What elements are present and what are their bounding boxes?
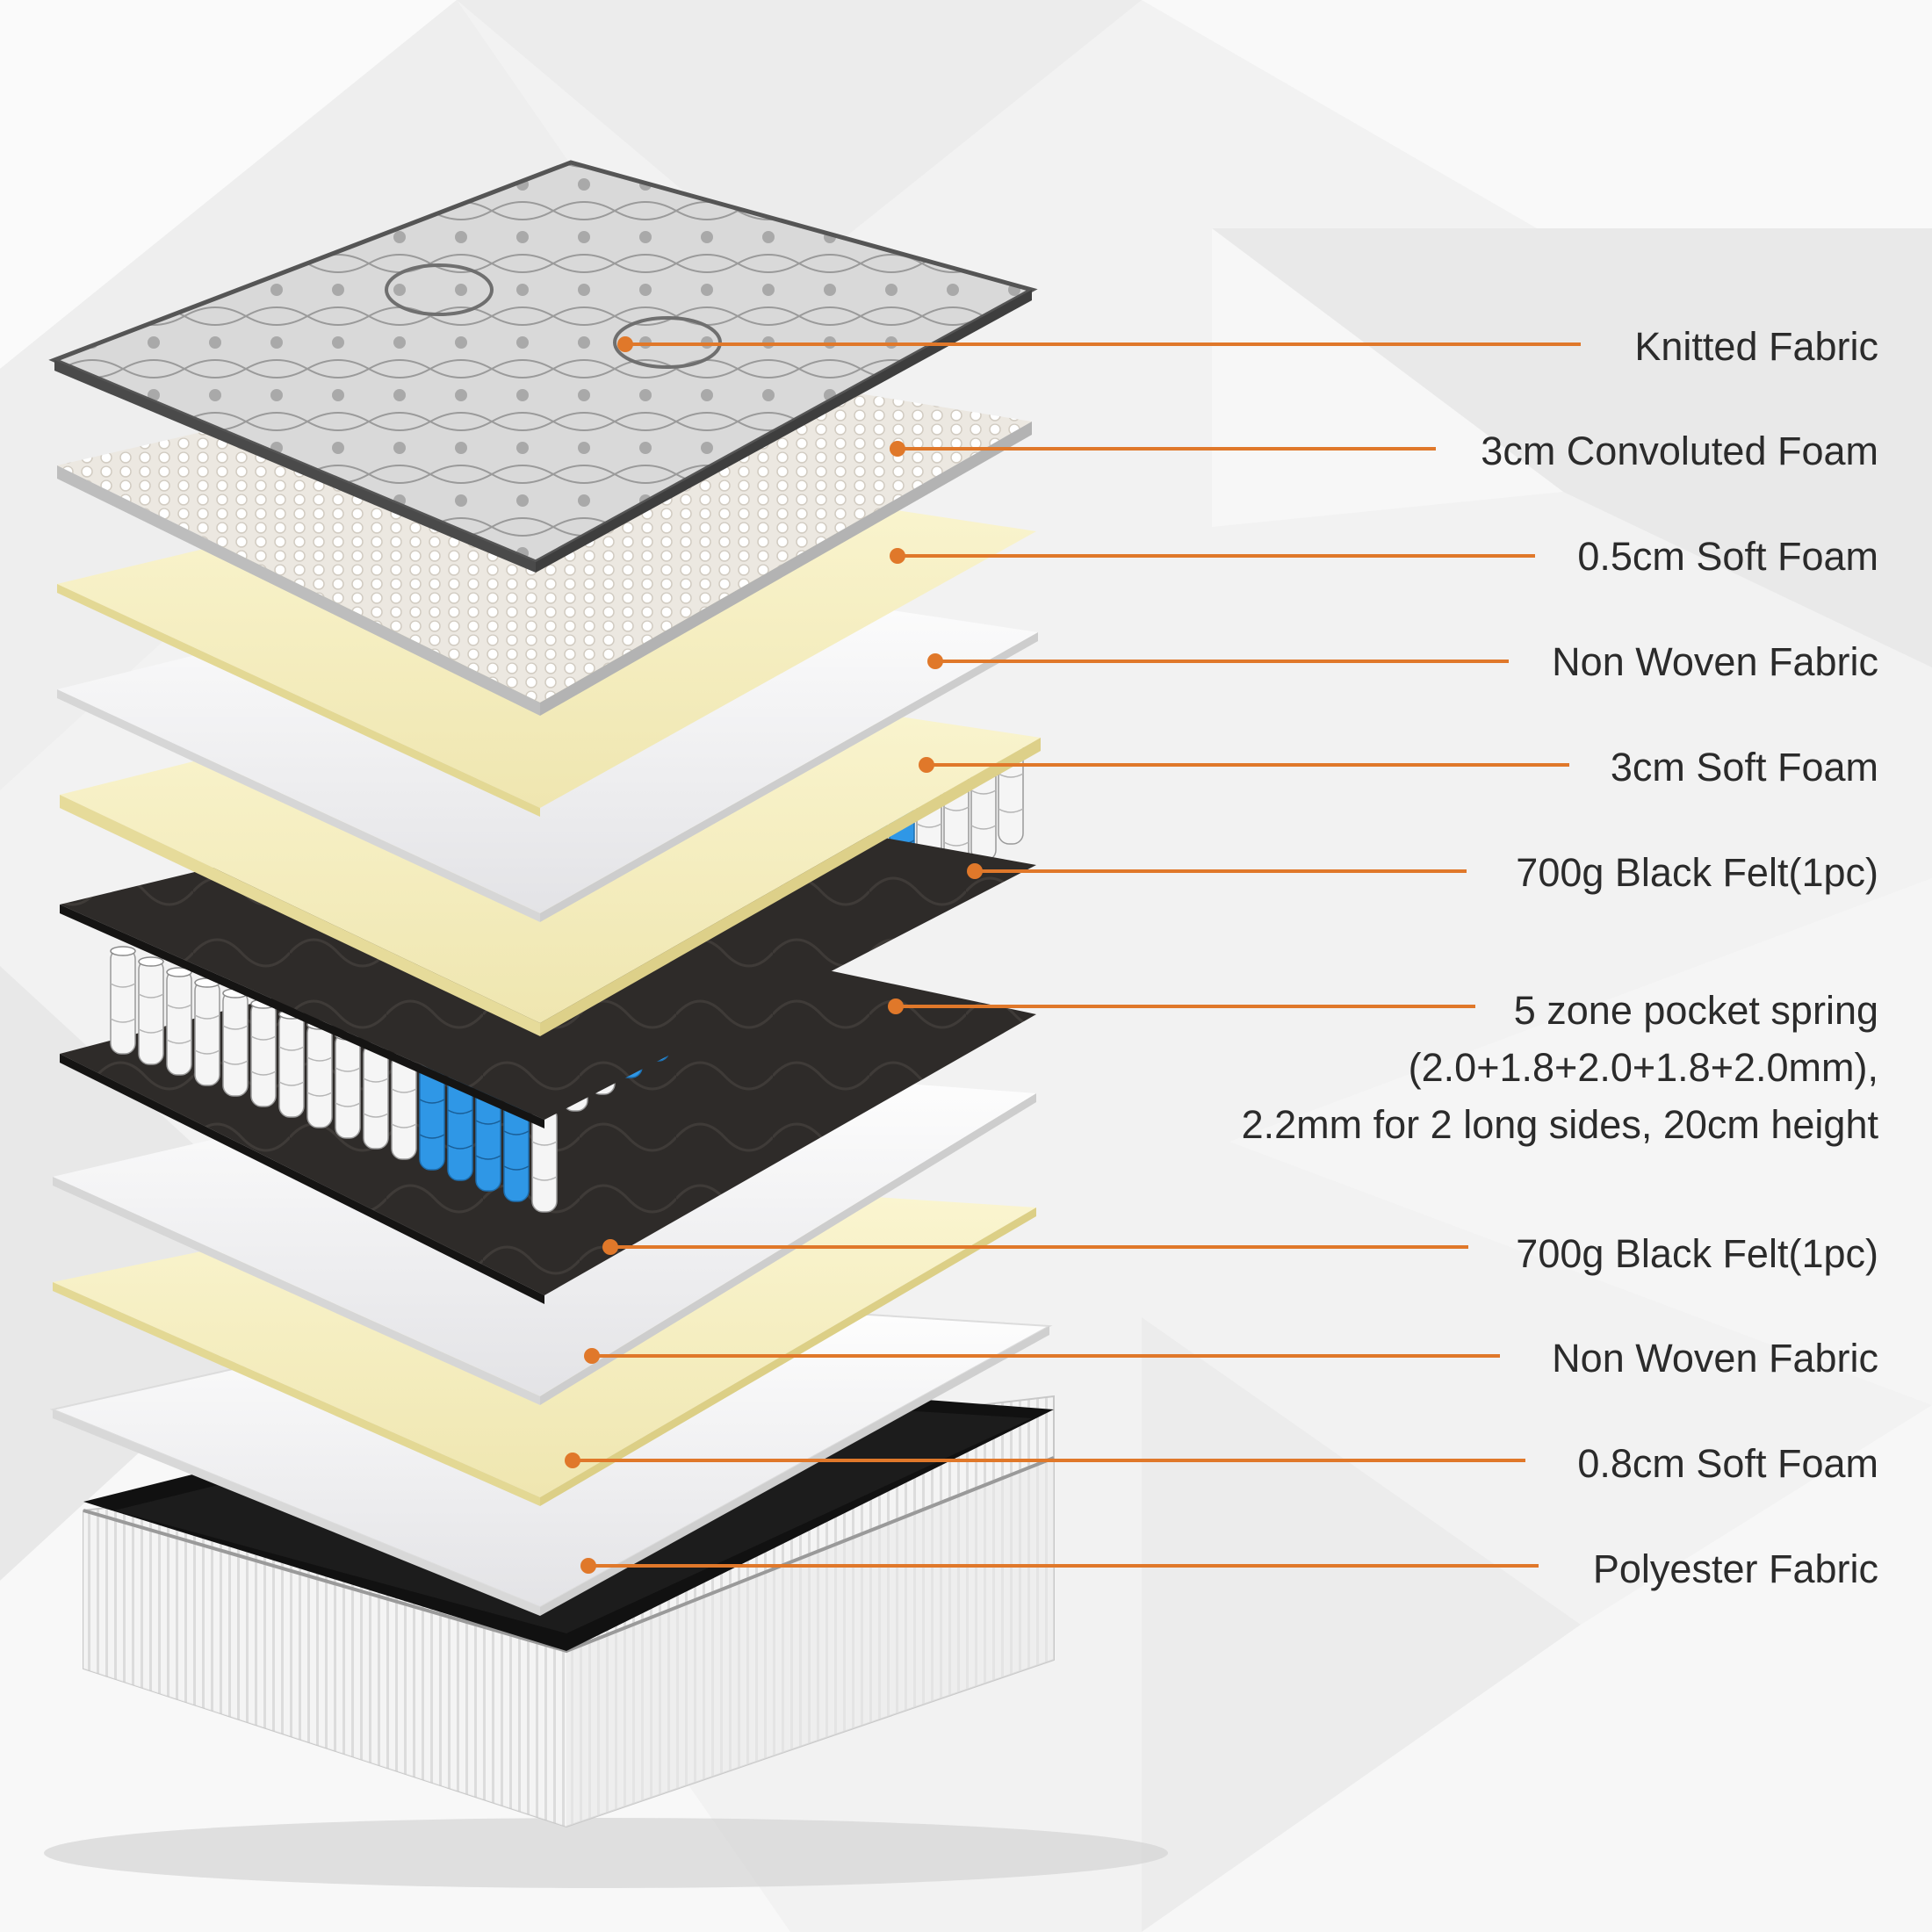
leader-dot-knitted-fabric xyxy=(617,336,633,352)
label-soft-foam-3: 3cm Soft Foam xyxy=(1610,745,1878,789)
pocket-spring xyxy=(194,977,220,1086)
leader-dot-convoluted-foam xyxy=(890,441,905,457)
leader-dot-pocket-spring xyxy=(888,998,904,1014)
label-polyester-fabric: Polyester Fabric xyxy=(1592,1546,1878,1591)
label-pocket-spring-line3: 2.2mm for 2 long sides, 20cm height xyxy=(1241,1102,1878,1147)
label-soft-foam-05: 0.5cm Soft Foam xyxy=(1577,534,1878,579)
pocket-spring xyxy=(363,1041,389,1150)
pocket-spring xyxy=(306,1020,333,1128)
label-pocket-spring-line2: (2.0+1.8+2.0+1.8+2.0mm), xyxy=(1408,1045,1878,1090)
label-black-felt-top: 700g Black Felt(1pc) xyxy=(1516,850,1878,895)
leader-lines xyxy=(565,336,1581,1574)
label-black-felt-bottom: 700g Black Felt(1pc) xyxy=(1516,1231,1878,1276)
pocket-spring xyxy=(222,988,249,1097)
leader-dot-black-felt-bottom xyxy=(602,1239,618,1255)
pocket-spring xyxy=(335,1030,361,1139)
label-pocket-spring-line1: 5 zone pocket spring xyxy=(1513,988,1878,1033)
pocket-spring xyxy=(250,998,277,1107)
pocket-spring xyxy=(110,946,136,1055)
label-pocket-spring: 5 zone pocket spring (2.0+1.8+2.0+1.8+2.… xyxy=(1242,982,1878,1153)
leader-dot-polyester-fabric xyxy=(580,1558,596,1574)
label-soft-foam-08: 0.8cm Soft Foam xyxy=(1577,1441,1878,1486)
pocket-spring xyxy=(278,1009,305,1118)
leader-dot-non-woven-bottom xyxy=(584,1348,600,1364)
leader-dot-soft-foam-3 xyxy=(919,757,934,773)
label-knitted-fabric: Knitted Fabric xyxy=(1634,324,1878,369)
layer-knitted-fabric xyxy=(48,160,1038,573)
leader-dot-soft-foam-08 xyxy=(565,1453,580,1468)
label-non-woven-top: Non Woven Fabric xyxy=(1552,639,1878,684)
label-convoluted-foam: 3cm Convoluted Foam xyxy=(1481,429,1878,473)
pocket-spring xyxy=(166,967,192,1076)
label-non-woven-bottom: Non Woven Fabric xyxy=(1552,1336,1878,1381)
leader-dot-black-felt-top xyxy=(967,863,983,879)
pocket-spring xyxy=(138,956,164,1065)
leader-dot-soft-foam-05 xyxy=(890,548,905,564)
leader-dot-non-woven-top xyxy=(927,653,943,669)
